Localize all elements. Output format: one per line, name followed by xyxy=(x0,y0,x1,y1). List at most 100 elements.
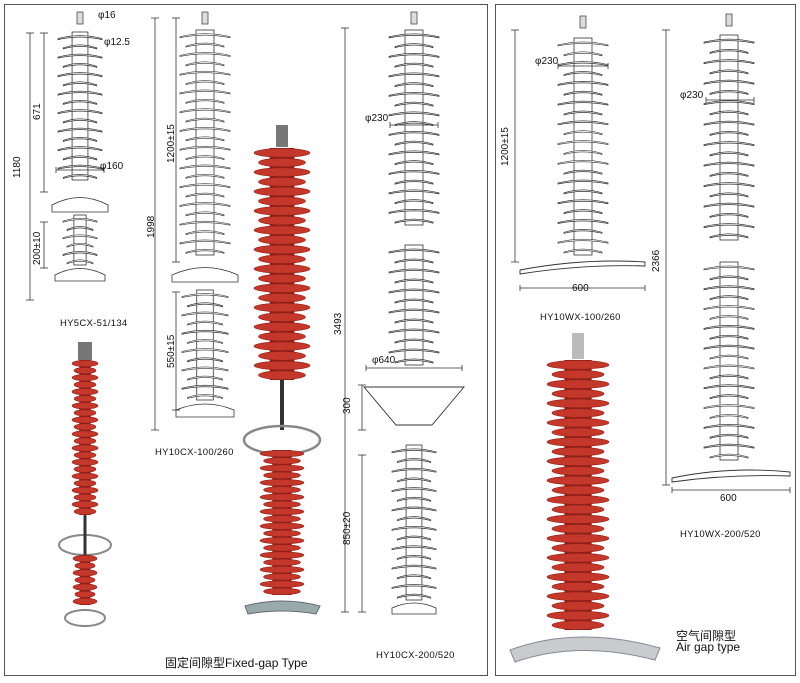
hy10-photo-upper-shed xyxy=(258,196,306,206)
hy10-200-middle-shed xyxy=(394,258,434,264)
wx200-lower-shed xyxy=(709,315,749,320)
hy10-100-lower-shed xyxy=(181,384,229,390)
hy10-100-upper-shed xyxy=(179,164,231,170)
hy10-photo-upper-shed xyxy=(258,293,306,303)
hy10-100-lower-shed xyxy=(187,394,223,399)
wx100-base-plate xyxy=(519,260,646,275)
wx100-body-shed xyxy=(563,169,603,175)
hy5-photo-upper-shed xyxy=(71,444,99,452)
hy5-upper-shed xyxy=(57,53,103,59)
wx100-body-shed xyxy=(557,41,609,47)
hy5-photo-lower-shed xyxy=(72,569,98,577)
airgap-photo-body-shed xyxy=(551,562,605,572)
wx100-body-shed xyxy=(557,238,609,244)
air-gap-title-cn: 空气间隙型 xyxy=(676,629,737,643)
wx200-lower-shed xyxy=(703,305,755,310)
hy10-photo-upper-shed xyxy=(253,244,311,255)
hy10-100-upper-core xyxy=(195,29,215,256)
hy10-100-gap-ring xyxy=(171,267,239,283)
airgap-photo-body-shed xyxy=(546,475,610,486)
hy5-shed-diameter: φ160 xyxy=(100,161,124,172)
hy10-photo-upper-shed xyxy=(253,225,311,235)
airgap-photo-body-shed xyxy=(546,533,610,544)
hy10-100-upper-shed xyxy=(179,220,231,226)
fixed-gap-panel xyxy=(4,4,488,676)
hy10-photo-lower-shed xyxy=(263,500,301,508)
hy10-200-bottom-ring xyxy=(391,602,437,615)
hy10-200-middle-shed xyxy=(388,268,440,274)
airgap-photo-body-shed xyxy=(546,514,610,524)
hy10-photo-upper-shed xyxy=(258,273,306,284)
hy10-200-upper-shed xyxy=(388,111,440,117)
hy10-200-lower-shed xyxy=(396,516,432,522)
hy10-200-lower-shed xyxy=(391,467,437,473)
hy10-100-lower-shed xyxy=(187,302,223,308)
wx200-lower-shed xyxy=(709,295,749,301)
wx200-shed-diameter: φ230 xyxy=(680,90,704,101)
hy10-photo-upper-core xyxy=(269,148,295,380)
wx200-lower-shed xyxy=(703,443,755,449)
airgap-photo-body-shed xyxy=(551,543,605,553)
wx200-upper-shed xyxy=(703,59,755,65)
wx100-body-shed xyxy=(563,90,603,96)
hy5-photo-upper-shed xyxy=(71,388,99,396)
fixed-gap-title: 固定间隙型Fixed-gap Type xyxy=(165,656,308,670)
airgap-photo-body-shed xyxy=(546,456,610,466)
hy5-upper-shed xyxy=(62,174,98,179)
hy10-200-upper-shed xyxy=(388,209,440,214)
hy10-100-lower-shed xyxy=(187,320,223,326)
hy5-upper-shed xyxy=(62,118,98,124)
hy10-200-shed-diameter: φ230 xyxy=(365,113,389,124)
hy10-200-middle-shed xyxy=(394,358,434,364)
hy10-200-upper-shed xyxy=(394,101,434,107)
hy5-upper-shed xyxy=(57,90,103,96)
wx100-body-shed xyxy=(563,71,603,76)
wx200-upper-core xyxy=(719,34,739,241)
hy5-photo-lower-shed xyxy=(72,583,98,591)
airgap-photo-cap xyxy=(572,333,584,359)
hy10-200-model-label: HY10CX-200/520 xyxy=(376,650,455,661)
hy10-photo-upper-shed xyxy=(253,167,311,177)
hy10-200-upper-shed xyxy=(388,170,440,175)
hy10-photo-lower-core xyxy=(272,450,292,595)
wx100-body-shed xyxy=(563,189,603,195)
wx200-upper-shed xyxy=(703,161,755,167)
airgap-photo-body-shed xyxy=(551,601,605,611)
wx200-upper-shed xyxy=(709,172,749,177)
hy5-bottom-ring xyxy=(54,268,106,282)
hy10-photo-base xyxy=(244,600,321,615)
hy10-100-upper-shed xyxy=(179,52,231,57)
hy5-lower-shed xyxy=(62,251,98,256)
hy10-photo-upper-shed xyxy=(258,177,306,187)
hy5-photo-lower-shed xyxy=(74,562,96,570)
hy10-200-gap-height: 300 xyxy=(342,397,353,414)
wx200-lower-shed xyxy=(703,384,755,390)
hy10-200-gap-frame xyxy=(363,386,465,426)
hy10-200-middle-shed xyxy=(394,338,434,344)
hy5-lower-height: 200±10 xyxy=(32,231,43,265)
hy10-100-lower-shed xyxy=(187,375,223,381)
wx100-body-shed xyxy=(557,100,609,106)
wx200-upper-shed xyxy=(709,233,749,239)
airgap-photo-body-shed xyxy=(551,581,605,592)
wx200-upper-shed xyxy=(703,202,755,208)
wx200-lower-shed xyxy=(709,334,749,340)
hy10-200-lower-shed xyxy=(391,506,437,512)
hy10-photo-upper-shed xyxy=(258,157,306,168)
wx100-body-shed xyxy=(557,140,609,145)
hy10-photo-lower-shed xyxy=(259,450,305,458)
wx200-lower-shed xyxy=(703,424,755,429)
hy5-upper-shed xyxy=(62,81,98,87)
hy10-200-upper-shed xyxy=(388,189,440,195)
hy10-photo-lower-shed xyxy=(263,529,301,537)
hy10-100-total-height: 1998 xyxy=(146,215,157,238)
hy10-photo-lower-shed xyxy=(259,464,305,472)
wx200-base-plate xyxy=(671,469,791,483)
wx200-upper-shed xyxy=(709,49,749,54)
hy10-photo-lower-shed xyxy=(259,537,305,545)
hy10-photo-lower-shed xyxy=(263,486,301,494)
hy5-photo-upper-shed xyxy=(71,374,99,382)
wx200-lower-shed xyxy=(703,325,755,330)
wx200-lower-shed xyxy=(703,285,755,291)
wx200-lower-shed xyxy=(703,404,755,409)
